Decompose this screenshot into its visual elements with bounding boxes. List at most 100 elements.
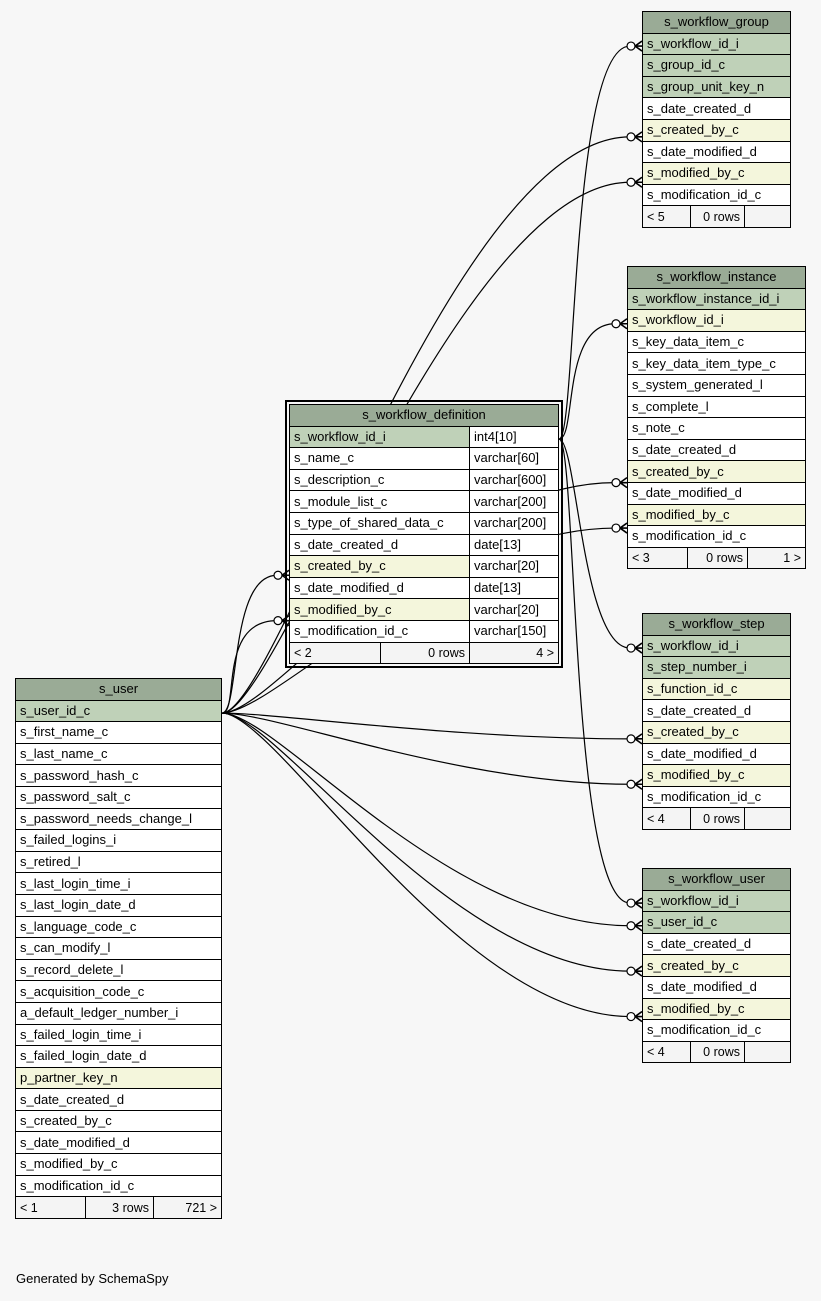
column-name[interactable]: s_first_name_c: [14, 721, 223, 744]
column-name[interactable]: s_description_c: [289, 468, 470, 492]
column-name[interactable]: s_date_created_d: [641, 699, 792, 722]
column-name[interactable]: s_date_modified_d: [641, 742, 792, 766]
footer-parents[interactable]: < 1: [15, 1196, 86, 1219]
table-title[interactable]: s_user: [14, 678, 223, 701]
optional-marker-icon: [626, 643, 636, 653]
column-name[interactable]: s_modified_by_c: [641, 764, 792, 787]
column-name[interactable]: s_date_modified_d: [289, 576, 470, 600]
footer-parents[interactable]: < 2: [289, 641, 381, 665]
column-name[interactable]: s_user_id_c: [641, 911, 792, 934]
column-name[interactable]: s_modification_id_c: [641, 183, 792, 207]
column-name[interactable]: s_date_created_d: [289, 533, 470, 557]
column-name[interactable]: s_failed_login_date_d: [14, 1045, 223, 1068]
column-name[interactable]: s_modification_id_c: [641, 1019, 792, 1042]
column-name[interactable]: s_language_code_c: [14, 915, 223, 939]
table-title[interactable]: s_workflow_definition: [288, 404, 560, 427]
column-name[interactable]: s_modified_by_c: [641, 997, 792, 1021]
column-name[interactable]: s_password_needs_change_l: [14, 807, 223, 831]
column-name[interactable]: s_group_unit_key_n: [641, 75, 792, 99]
column-name[interactable]: s_can_modify_l: [14, 937, 223, 960]
column-name[interactable]: s_date_created_d: [641, 97, 792, 120]
column-name[interactable]: s_created_by_c: [289, 555, 470, 578]
column-name[interactable]: s_failed_logins_i: [14, 829, 223, 852]
footer-parents[interactable]: < 4: [642, 807, 691, 830]
column-name[interactable]: s_system_generated_l: [627, 373, 806, 397]
column-name[interactable]: s_modification_id_c: [641, 785, 792, 809]
column-name[interactable]: s_module_list_c: [289, 490, 470, 513]
table-title[interactable]: s_workflow_step: [641, 613, 792, 636]
column-name[interactable]: s_created_by_c: [14, 1109, 223, 1133]
footer-children[interactable]: 1 >: [747, 546, 806, 570]
column-row: s_date_modified_d: [627, 481, 806, 505]
table-title[interactable]: s_workflow_user: [641, 868, 792, 891]
column-name[interactable]: s_last_name_c: [14, 742, 223, 766]
column-name[interactable]: s_function_id_c: [641, 677, 792, 701]
column-name[interactable]: s_key_data_item_c: [627, 330, 806, 354]
column-name[interactable]: s_type_of_shared_data_c: [289, 511, 470, 535]
column-type: int4[10]: [468, 425, 560, 449]
table-title[interactable]: s_workflow_instance: [627, 266, 806, 289]
relationship-line: [221, 712, 631, 927]
column-name[interactable]: s_acquisition_code_c: [14, 980, 223, 1003]
column-name[interactable]: s_date_created_d: [14, 1088, 223, 1111]
column-name[interactable]: s_date_modified_d: [641, 140, 792, 164]
column-name[interactable]: s_date_created_d: [641, 932, 792, 956]
footer-children[interactable]: [743, 807, 792, 830]
column-name[interactable]: s_workflow_id_i: [641, 32, 792, 56]
column-name[interactable]: s_last_login_time_i: [14, 872, 223, 895]
column-name[interactable]: s_modified_by_c: [289, 598, 470, 621]
column-name[interactable]: a_default_ledger_number_i: [14, 1001, 223, 1025]
column-name[interactable]: s_created_by_c: [627, 460, 806, 483]
column-name[interactable]: s_modification_id_c: [14, 1174, 223, 1198]
crows-foot-icon: [634, 965, 643, 977]
column-name[interactable]: s_workflow_id_i: [641, 634, 792, 658]
column-name[interactable]: s_date_modified_d: [627, 481, 806, 505]
column-name[interactable]: s_date_modified_d: [641, 975, 792, 999]
column-name[interactable]: s_user_id_c: [14, 699, 223, 723]
column-name[interactable]: s_modification_id_c: [627, 525, 806, 548]
column-name[interactable]: s_workflow_id_i: [641, 889, 792, 913]
column-name[interactable]: s_created_by_c: [641, 720, 792, 744]
column-name[interactable]: s_workflow_id_i: [627, 309, 806, 332]
footer-parents[interactable]: < 5: [642, 205, 691, 228]
column-name[interactable]: s_password_salt_c: [14, 785, 223, 809]
footer-parents[interactable]: < 4: [642, 1040, 691, 1064]
column-name[interactable]: s_complete_l: [627, 395, 806, 419]
column-name[interactable]: s_date_created_d: [627, 438, 806, 462]
footer-children[interactable]: [743, 205, 792, 228]
column-name[interactable]: s_created_by_c: [641, 118, 792, 142]
optional-marker-icon: [626, 132, 636, 142]
footer-children[interactable]: 4 >: [468, 641, 560, 665]
column-name[interactable]: s_note_c: [627, 417, 806, 440]
table-title[interactable]: s_workflow_group: [641, 11, 792, 34]
column-row: s_modification_id_c: [641, 785, 792, 809]
column-name[interactable]: s_record_delete_l: [14, 958, 223, 982]
footer-children[interactable]: 721 >: [152, 1196, 223, 1219]
column-name[interactable]: p_partner_key_n: [14, 1066, 223, 1090]
column-name[interactable]: s_name_c: [289, 447, 470, 470]
column-name[interactable]: s_step_number_i: [641, 656, 792, 679]
column-name[interactable]: s_date_modified_d: [14, 1131, 223, 1155]
column-name[interactable]: s_modified_by_c: [641, 162, 792, 185]
column-name[interactable]: s_last_login_date_d: [14, 893, 223, 917]
column-name[interactable]: s_modified_by_c: [627, 503, 806, 527]
column-name[interactable]: s_workflow_id_i: [289, 425, 470, 449]
column-name[interactable]: s_workflow_instance_id_i: [627, 287, 806, 311]
column-name[interactable]: s_key_data_item_type_c: [627, 352, 806, 375]
column-name[interactable]: s_created_by_c: [641, 954, 792, 977]
column-name[interactable]: s_modification_id_c: [289, 619, 470, 643]
footer-children[interactable]: [743, 1040, 792, 1064]
column-name[interactable]: s_group_id_c: [641, 54, 792, 77]
column-name[interactable]: s_failed_login_time_i: [14, 1023, 223, 1047]
column-row: s_date_created_d: [627, 438, 806, 462]
column-name[interactable]: s_retired_l: [14, 850, 223, 874]
footer-parents[interactable]: < 3: [627, 546, 688, 570]
column-name[interactable]: s_modified_by_c: [14, 1153, 223, 1176]
column-name[interactable]: s_password_hash_c: [14, 764, 223, 787]
